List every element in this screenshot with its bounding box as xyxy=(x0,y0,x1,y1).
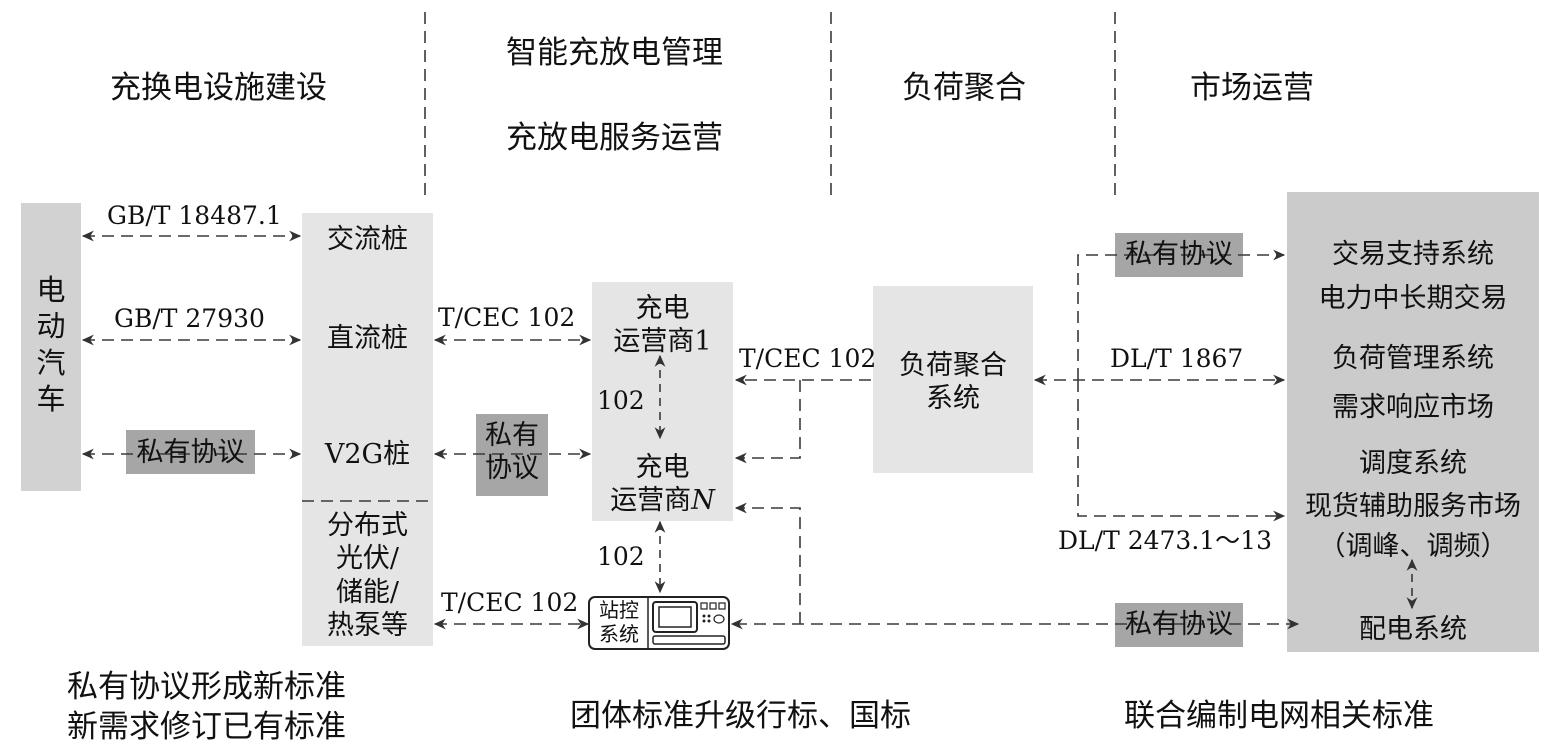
footer-left-line1: 私有协议形成新标准 xyxy=(67,669,346,705)
private-protocol-v2g-label: 私有 协议 xyxy=(485,420,539,485)
private-protocol-top-label: 私有协议 xyxy=(1125,239,1233,270)
footer-right: 联合编制电网相关标准 xyxy=(1124,698,1434,734)
distributed-resources-label: 分布式 光伏/ 储能/ 热泵等 xyxy=(327,510,408,642)
header-smart-charging: 智能充放电管理 xyxy=(506,35,723,71)
pile-group-box xyxy=(302,213,433,646)
tcec-aggregator-label: T/CEC 102 xyxy=(739,344,877,373)
mid-long-term-trading: 电力中长期交易 xyxy=(1318,283,1508,314)
station-control-label: 站控 系统 xyxy=(599,598,639,646)
footer-middle: 团体标准升级行标、国标 xyxy=(570,698,911,734)
spot-ancillary-market: 现货辅助服务市场 xyxy=(1305,491,1521,522)
peak-frequency-regulation: （调峰、调频） xyxy=(1318,531,1508,562)
footer-left-line2: 新需求修订已有标准 xyxy=(67,709,346,745)
dispatch-link xyxy=(1077,380,1286,522)
demand-response-market: 需求响应市场 xyxy=(1332,392,1494,423)
gbt-18487-label: GB/T 18487.1 xyxy=(107,201,282,230)
aggregator-system-label: 负荷聚合 系统 xyxy=(899,350,1007,415)
tcec-station-label: T/CEC 102 xyxy=(441,588,579,617)
operator-n-label: 充电 运营商N xyxy=(610,452,715,517)
agg-operatorN-link xyxy=(734,380,801,464)
dlt-1867-label: DL/T 1867 xyxy=(1110,344,1244,373)
operatorN-private-link xyxy=(734,502,801,624)
ev-box xyxy=(21,203,81,491)
electric-vehicle-label: 电 动 汽 车 xyxy=(36,273,66,416)
header-facility-construction: 充换电设施建设 xyxy=(110,70,327,106)
dc-pile-label: 直流桩 xyxy=(327,323,408,354)
header-market-operation: 市场运营 xyxy=(1190,70,1314,106)
private-protocol-ev-label: 私有协议 xyxy=(136,437,245,468)
distribution-system: 配电系统 xyxy=(1359,614,1467,645)
aggregator-box xyxy=(873,286,1033,473)
operator-102-label-upper: 102 xyxy=(597,386,645,415)
operator-102-label-lower: 102 xyxy=(597,542,645,571)
operator-n-italic: N xyxy=(691,485,715,517)
operator-1-label: 充电 运营商1 xyxy=(613,293,712,358)
tcec-operator1-label: T/CEC 102 xyxy=(438,303,576,332)
load-management-system: 负荷管理系统 xyxy=(1332,343,1494,374)
dispatch-system: 调度系统 xyxy=(1359,448,1467,479)
private-protocol-bottom-label: 私有协议 xyxy=(1125,609,1233,640)
header-load-aggregation: 负荷聚合 xyxy=(902,70,1026,106)
header-charging-service: 充放电服务运营 xyxy=(506,120,723,156)
trading-support-system: 交易支持系统 xyxy=(1332,239,1494,270)
gbt-27930-label: GB/T 27930 xyxy=(114,304,265,333)
dlt-2473-label: DL/T 2473.1～13 xyxy=(1058,526,1272,555)
ac-pile-label: 交流桩 xyxy=(327,224,408,255)
top-private-link xyxy=(1077,249,1286,380)
v2g-pile-label: V2G桩 xyxy=(324,439,411,470)
